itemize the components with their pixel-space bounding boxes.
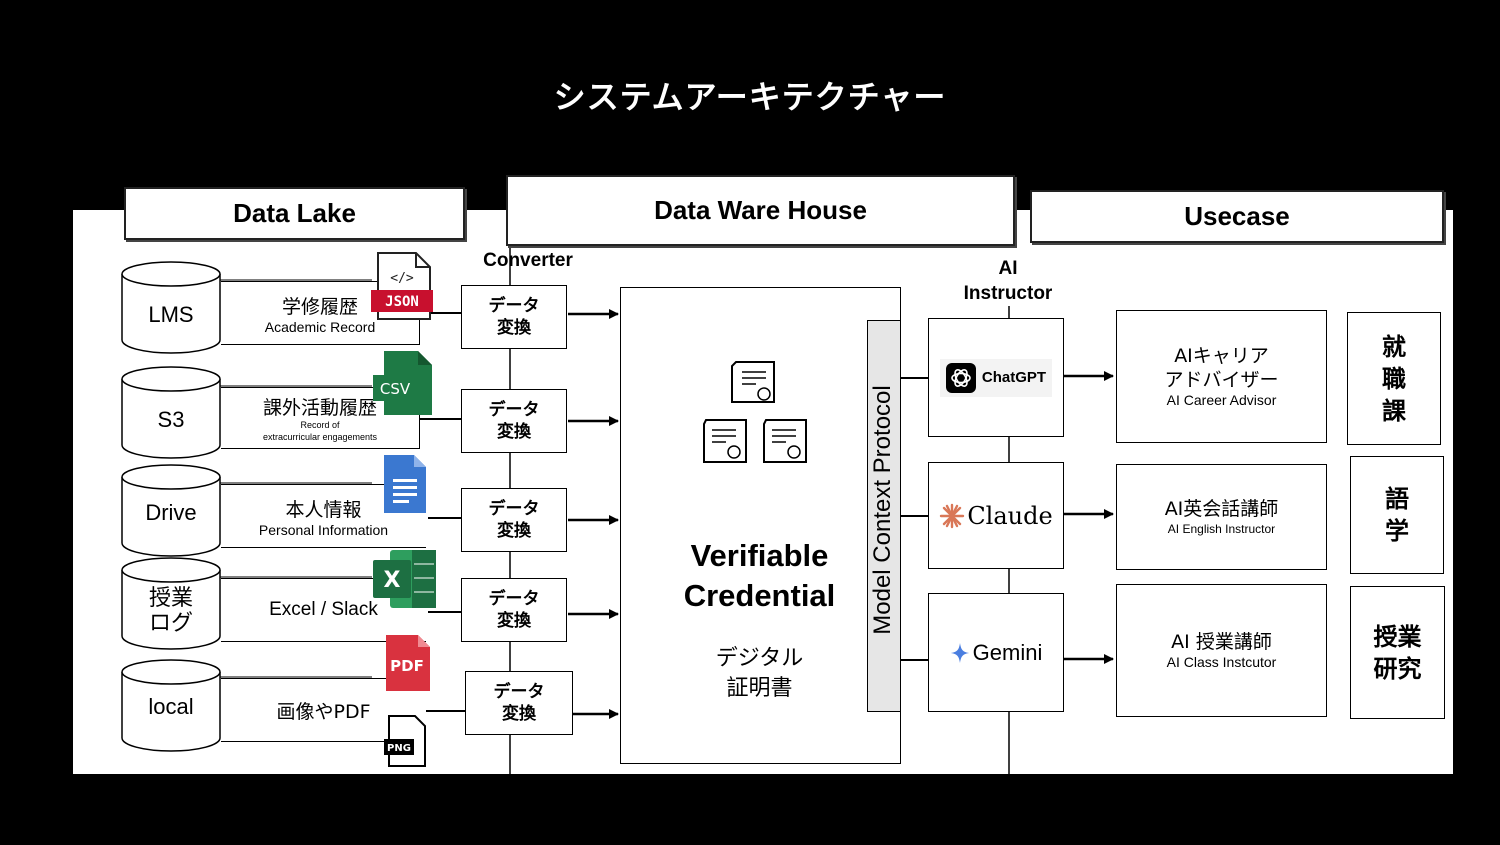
converter-label: Converter [483,250,573,271]
gemini-icon [950,642,969,663]
converter-box-4: データ 変換 [461,578,567,642]
source-name-class-log: 授業 ログ [148,584,193,635]
dept-career-office: 就 職 課 [1347,312,1441,445]
ai-box-chatgpt: ChatGPT [928,318,1064,437]
ai-instructor-label: AI Instructor [963,258,1053,304]
json-file-icon: </> JSON [371,252,433,320]
png-label: PNG [387,743,411,754]
pdf-file-icon: PDF [386,635,430,691]
dept-language: 語 学 [1350,456,1444,574]
converter-box-1: データ 変換 [461,285,567,349]
mcp-label: Model Context Protocol [869,385,896,635]
vc-subtitle: デジタル 証明書 [715,646,804,701]
record-en: Excel / Slack [269,599,378,620]
ai-box-gemini: Gemini [928,593,1064,712]
database-class-log [121,557,221,650]
record-jp: 学修履歴 [281,295,358,318]
converter-box-5: データ 変換 [465,671,573,735]
chatgpt-logo: ChatGPT [939,358,1053,397]
claude-icon [940,503,965,528]
gemini-label: Gemini [972,639,1043,665]
section-data-ware-house: Data Ware House [506,175,1015,246]
section-usecase: Usecase [1030,190,1444,243]
usecase-en: AI English Instructor [1167,521,1276,536]
record-en: Personal Information [258,521,389,538]
source-name-local: local [148,694,194,720]
csv-label: CSV [380,380,411,398]
openai-icon [945,362,976,393]
record-jp: 課外活動履歴 [262,396,377,419]
usecase-jp: AI英会話講師 [1164,498,1279,521]
usecase-class-instructor: AI 授業講師 AI Class Instcutor [1116,584,1327,717]
converter-box-2: データ 変換 [461,389,567,453]
usecase-english-instructor: AI英会話講師 AI English Instructor [1116,464,1327,570]
record-jp: 画像やPDF [276,700,371,723]
mcp-bar [867,320,901,712]
source-name-s3: S3 [157,407,185,433]
record-en: Academic Record [264,318,376,335]
section-data-lake: Data Lake [124,187,465,240]
usecase-career-advisor: AIキャリア アドバイザー AI Career Advisor [1116,310,1327,443]
chatgpt-label: ChatGPT [981,369,1047,386]
record-jp: 本人情報 [285,498,362,521]
record-en: Record of extracurricular engagements [262,419,378,442]
png-file-icon: PNG [384,715,426,767]
excel-icon: X [373,550,436,608]
database-s3 [121,366,221,459]
svg-text:</>: </> [390,271,414,286]
usecase-en: AI Class Instcutor [1166,654,1277,671]
converter-box-3: データ 変換 [461,488,567,552]
database-local [121,659,221,752]
pdf-label: PDF [390,657,424,675]
vc-title: Verifiable Credential [683,538,836,613]
page-title: システムアーキテクチャー [553,78,947,116]
usecase-jp: AI 授業講師 [1171,630,1272,653]
database-drive [121,464,221,557]
ai-box-claude: Claude [928,462,1064,569]
source-name-drive: Drive [145,500,197,526]
certificates-icon [703,361,807,463]
google-docs-icon [384,455,426,513]
json-label: JSON [385,294,419,310]
source-name-lms: LMS [148,302,194,328]
database-lms [121,261,221,354]
usecase-jp: AIキャリア アドバイザー [1164,344,1279,391]
dept-class-research: 授業 研究 [1350,586,1445,719]
claude-label: Claude [967,501,1053,530]
usecase-en: AI Career Advisor [1166,392,1277,409]
excel-label: X [384,568,401,593]
csv-file-icon: CSV [373,351,432,415]
